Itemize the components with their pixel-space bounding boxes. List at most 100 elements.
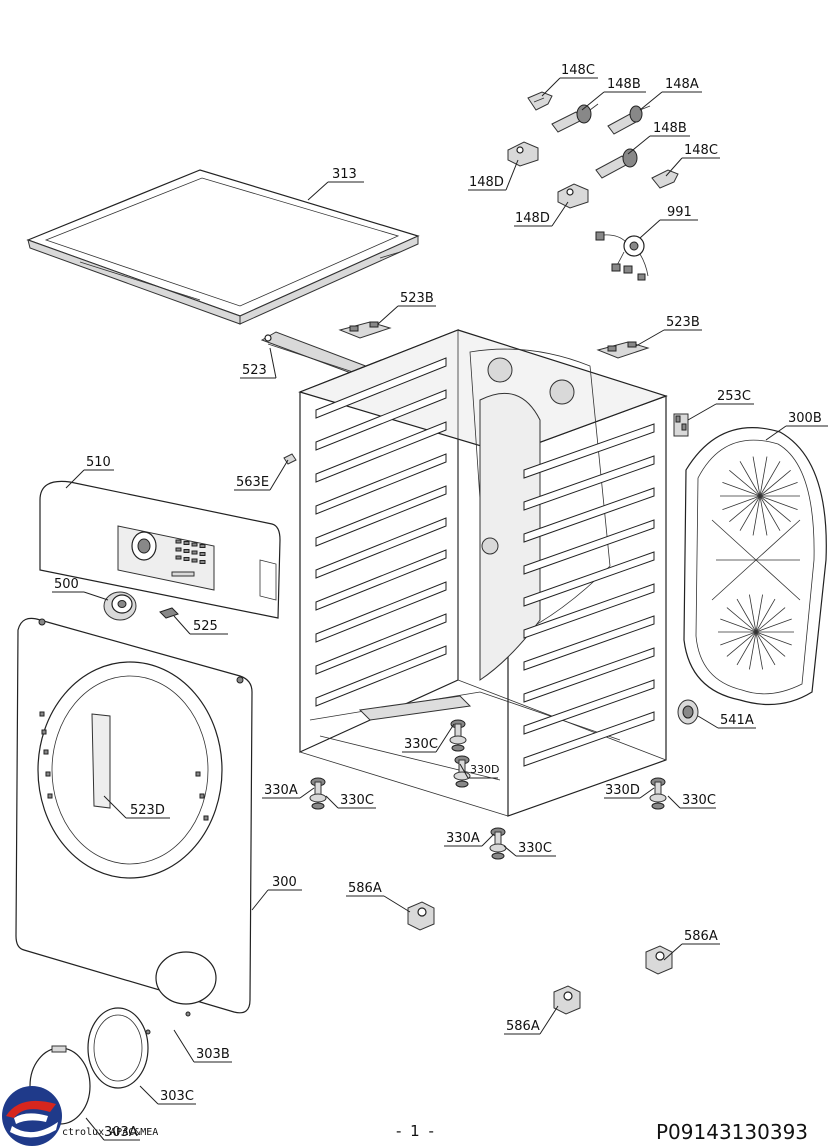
label-586A: 586A bbox=[348, 881, 382, 896]
spoke bbox=[759, 495, 791, 523]
spoke bbox=[755, 631, 786, 657]
footer-company: ctrolux APAC&MEA bbox=[62, 1127, 159, 1138]
part-148A-valve bbox=[607, 105, 651, 135]
part-148B-valve bbox=[551, 103, 599, 133]
spoke bbox=[720, 618, 757, 633]
spoke bbox=[749, 631, 757, 670]
label-330C-3: 330C bbox=[682, 793, 716, 808]
panel-slot bbox=[523, 615, 655, 671]
label-586A-2: 586A bbox=[684, 929, 718, 944]
part-586A-clip-3 bbox=[553, 985, 581, 1015]
cabinet-feet bbox=[309, 719, 667, 860]
foot bbox=[309, 777, 327, 810]
door-marker bbox=[45, 771, 51, 777]
part-253C-connector bbox=[673, 413, 689, 437]
panel-slot bbox=[523, 423, 655, 479]
spoke bbox=[752, 495, 761, 536]
cabinet-left-slots bbox=[315, 357, 447, 707]
panel-slot bbox=[315, 389, 447, 451]
part-148C-clip-2 bbox=[651, 169, 679, 189]
spoke bbox=[755, 631, 776, 666]
part-586A-clip-2 bbox=[645, 945, 673, 975]
spoke bbox=[736, 631, 757, 666]
part-563E-clip bbox=[283, 453, 297, 465]
label-253C: 253C bbox=[717, 389, 751, 404]
part-300B-rear-cover bbox=[683, 427, 827, 706]
document-code: P09143130393 bbox=[656, 1120, 809, 1144]
spoke bbox=[729, 495, 761, 523]
spoke bbox=[759, 456, 768, 497]
part-991-wiring bbox=[595, 231, 649, 281]
spoke bbox=[755, 631, 763, 670]
spoke bbox=[722, 481, 761, 497]
panel-slot bbox=[523, 519, 655, 575]
label-330C-2: 330C bbox=[340, 793, 374, 808]
spoke bbox=[726, 607, 757, 633]
label-563E: 563E bbox=[236, 475, 269, 490]
spoke bbox=[759, 495, 781, 531]
label-148D-2: 148D bbox=[515, 211, 550, 226]
spoke bbox=[739, 461, 761, 497]
panel-button bbox=[199, 552, 206, 556]
label-523B: 523B bbox=[400, 291, 434, 306]
label-991: 991 bbox=[667, 205, 692, 220]
label-541A: 541A bbox=[720, 713, 754, 728]
spoke bbox=[759, 461, 781, 497]
label-523D: 523D bbox=[130, 803, 165, 818]
door-marker bbox=[199, 793, 205, 799]
label-148B: 148B bbox=[607, 77, 641, 92]
door-marker bbox=[203, 815, 209, 821]
leader-lines bbox=[52, 77, 828, 1141]
foot bbox=[649, 777, 667, 810]
part-500-knob bbox=[103, 591, 137, 621]
label-525: 525 bbox=[193, 619, 218, 634]
spoke bbox=[759, 469, 791, 497]
panel-button bbox=[199, 544, 206, 548]
label-523: 523 bbox=[242, 363, 267, 378]
part-525-button bbox=[159, 607, 179, 619]
panel-slot bbox=[315, 485, 447, 547]
panel-slot bbox=[523, 711, 655, 767]
label-330D: 330D bbox=[470, 763, 499, 776]
spoke bbox=[759, 495, 798, 511]
part-523B-hinge-2 bbox=[596, 341, 650, 359]
label-523B-2: 523B bbox=[666, 315, 700, 330]
door-marker bbox=[195, 771, 201, 777]
panel-slot bbox=[315, 517, 447, 579]
door-marker bbox=[39, 711, 45, 717]
label-510: 510 bbox=[86, 455, 111, 470]
label-300: 300 bbox=[272, 875, 297, 890]
part-541A-fitting bbox=[677, 699, 699, 725]
panel-button bbox=[175, 555, 182, 560]
door-marker bbox=[41, 729, 47, 735]
panel-button bbox=[191, 550, 198, 555]
brand-logo-icon bbox=[2, 1086, 62, 1146]
panel-slot bbox=[523, 647, 655, 703]
spoke bbox=[739, 495, 761, 531]
panel-slot bbox=[315, 549, 447, 611]
panel-button bbox=[183, 541, 190, 545]
panel-button bbox=[191, 542, 198, 547]
spoke bbox=[726, 631, 757, 657]
spoke bbox=[755, 618, 792, 633]
label-300B: 300B bbox=[788, 411, 822, 426]
part-148B-valve-2 bbox=[595, 148, 638, 179]
label-586A-3: 586A bbox=[506, 1019, 540, 1034]
part-586A-clip bbox=[407, 901, 435, 931]
spoke bbox=[720, 631, 757, 646]
panel-button bbox=[183, 557, 190, 561]
panel-slot bbox=[315, 645, 447, 707]
foot bbox=[453, 755, 471, 788]
part-510-control-panel bbox=[39, 480, 281, 619]
spoke bbox=[755, 607, 786, 633]
label-330D-2: 330D bbox=[605, 783, 640, 798]
label-148D: 148D bbox=[469, 175, 504, 190]
panel-button bbox=[199, 560, 206, 564]
spoke bbox=[722, 495, 761, 511]
part-303B-screw bbox=[145, 1011, 191, 1035]
spoke bbox=[736, 598, 757, 633]
label-148C: 148C bbox=[561, 63, 595, 78]
foot bbox=[489, 827, 507, 860]
panel-slot bbox=[523, 551, 655, 607]
